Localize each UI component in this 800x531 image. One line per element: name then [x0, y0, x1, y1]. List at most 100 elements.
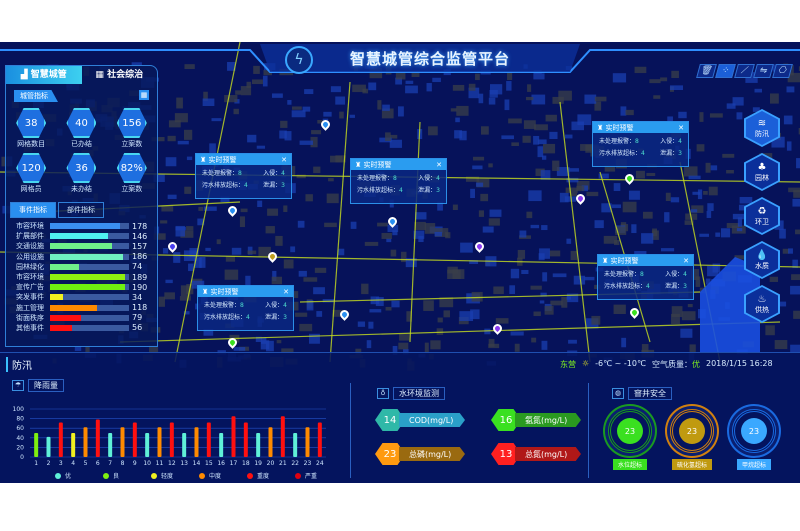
- bar-label: 交通设施: [16, 242, 44, 251]
- bar-track: [50, 304, 129, 311]
- bar-12[interactable]: [169, 422, 174, 457]
- bar-22[interactable]: [293, 433, 298, 457]
- temperature: -6℃ ~ -10℃: [595, 359, 646, 368]
- intrusion-label: 入侵：: [263, 170, 282, 177]
- leak-value: 3: [436, 187, 440, 194]
- bar-10[interactable]: [145, 433, 150, 457]
- y-tick-label: 20: [16, 444, 24, 451]
- tab-event-indicators[interactable]: 事件指标: [10, 202, 56, 218]
- nav-button-4[interactable]: ♨供热: [744, 285, 780, 323]
- x-tick-label: 8: [121, 460, 125, 467]
- sliders-icon[interactable]: ⇋: [753, 64, 774, 78]
- sewage-stat: 污水排放超标：4: [204, 312, 250, 321]
- leak-label: 泄漏：: [665, 283, 684, 290]
- tab-smart-city[interactable]: ▟ 智慧城管: [6, 66, 82, 84]
- grid-icon[interactable]: ⁘: [715, 64, 736, 78]
- bar-14[interactable]: [194, 427, 199, 457]
- bar-24[interactable]: [317, 422, 322, 457]
- bar-20[interactable]: [268, 427, 273, 457]
- tab-part-indicators[interactable]: 部件指标: [58, 202, 104, 218]
- bar-19[interactable]: [256, 433, 261, 457]
- bar-fill: [50, 263, 80, 270]
- bar-value: 157: [132, 241, 148, 251]
- bar-5[interactable]: [83, 427, 88, 457]
- bar-13[interactable]: [182, 433, 187, 457]
- bar-value: 190: [132, 282, 148, 292]
- indicator-value: 36: [66, 153, 97, 183]
- unhandled-label: 未处理报警：: [204, 302, 241, 309]
- bar-value: 178: [132, 221, 148, 231]
- leak-stat: 泄漏：3: [665, 281, 687, 290]
- x-tick-label: 17: [230, 460, 238, 467]
- nav-label: 防汛: [755, 129, 769, 138]
- bar-15[interactable]: [206, 422, 211, 457]
- bar-11[interactable]: [157, 427, 162, 457]
- bar-8[interactable]: [120, 427, 125, 457]
- sewage-label: 污水排放超标：: [599, 150, 642, 157]
- bar-16[interactable]: [219, 433, 224, 457]
- table-icon[interactable]: ▦: [139, 90, 149, 100]
- bar-label: 园林绿化: [16, 262, 44, 271]
- compass-icon[interactable]: ⟋: [734, 64, 755, 78]
- gauge-value: 23: [741, 418, 767, 444]
- bar-fill: [50, 324, 73, 331]
- gauge-ring: 23: [608, 409, 652, 453]
- close-icon[interactable]: ✕: [283, 287, 289, 296]
- trash-icon[interactable]: 🗑: [696, 64, 717, 78]
- tab-social-governance[interactable]: ▦ 社会综治: [82, 66, 158, 84]
- leak-label: 泄漏：: [265, 314, 284, 321]
- bar-21[interactable]: [280, 416, 285, 457]
- layers-icon[interactable]: ⎔: [772, 64, 793, 78]
- indicator-value: 120: [16, 153, 47, 183]
- close-icon[interactable]: ✕: [436, 160, 442, 169]
- bar-1[interactable]: [34, 433, 39, 457]
- bar-fill: [50, 274, 125, 281]
- gauge-ring: 23: [670, 409, 714, 453]
- bar-7[interactable]: [108, 433, 113, 457]
- bar-18[interactable]: [243, 422, 248, 457]
- sewage-value: 4: [641, 150, 645, 157]
- bar-9[interactable]: [132, 422, 137, 457]
- close-icon[interactable]: ✕: [683, 256, 689, 265]
- metric-label: 总氮(mg/L): [515, 447, 581, 461]
- gauge-value: 23: [617, 418, 643, 444]
- x-tick-label: 16: [217, 460, 225, 467]
- bar-value: 189: [132, 272, 148, 282]
- umbrella-icon: ☂: [12, 380, 24, 391]
- bar-23[interactable]: [305, 427, 310, 457]
- bar-label: 突发事件: [16, 293, 44, 302]
- legend-dot: [247, 473, 253, 479]
- close-icon[interactable]: ✕: [678, 123, 684, 132]
- popup-title: 实时预警: [605, 123, 634, 132]
- bar-4[interactable]: [71, 433, 76, 457]
- leak-label: 泄漏：: [660, 150, 679, 157]
- intrusion-value: 4: [683, 271, 687, 278]
- legend-dot: [199, 473, 205, 479]
- indicator-label: 网格员: [20, 185, 42, 193]
- nav-button-3[interactable]: 💧水质: [744, 241, 780, 279]
- bar-row: 交通设施 157: [16, 241, 157, 251]
- bar-3[interactable]: [58, 422, 63, 457]
- bar-2[interactable]: [46, 436, 51, 457]
- well-header: ◍ 窨井安全: [612, 387, 672, 400]
- bar-6[interactable]: [95, 419, 100, 457]
- metric-label: 氨氮(mg/L): [515, 413, 581, 427]
- unhandled-value: 8: [640, 271, 644, 278]
- unhandled-label: 未处理报警：: [202, 170, 239, 177]
- close-icon[interactable]: ✕: [281, 155, 287, 164]
- water-header: ♁ 水环境监测: [377, 387, 445, 400]
- bar-17[interactable]: [231, 416, 236, 457]
- indicator-value: 38: [16, 108, 47, 138]
- bar-track: [50, 223, 129, 230]
